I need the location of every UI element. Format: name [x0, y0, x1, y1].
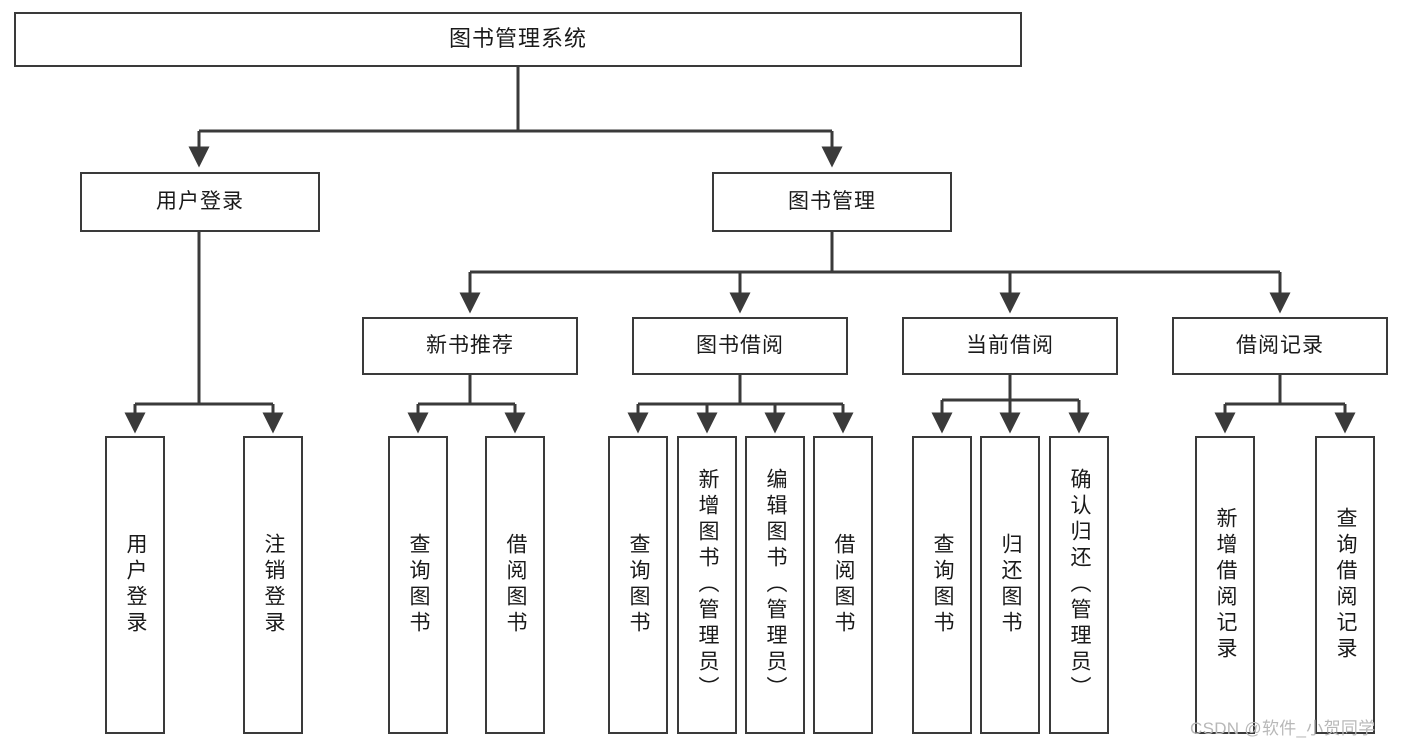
node-label: 查询图书 [931, 533, 955, 637]
node-leaf-confirm-return[interactable]: 确认归还（管理员） [1049, 436, 1109, 734]
node-leaf-add-borrow-record[interactable]: 新增借阅记录 [1195, 436, 1255, 734]
node-label: 编辑图书（管理员） [764, 468, 788, 702]
node-book-borrow[interactable]: 图书借阅 [632, 317, 848, 375]
csdn-watermark: CSDN @软件_小贺同学 [1190, 719, 1376, 738]
node-label: 借阅记录 [1236, 334, 1324, 358]
node-leaf-query-book-current[interactable]: 查询图书 [912, 436, 972, 734]
node-leaf-edit-book[interactable]: 编辑图书（管理员） [745, 436, 805, 734]
node-new-book-recommend[interactable]: 新书推荐 [362, 317, 578, 375]
node-label: 借阅图书 [832, 533, 856, 637]
node-leaf-query-book-recommend[interactable]: 查询图书 [388, 436, 448, 734]
node-label: 图书管理系统 [448, 26, 587, 52]
node-book-management[interactable]: 图书管理 [712, 172, 952, 232]
node-label: 图书管理 [788, 190, 876, 214]
node-label: 新书推荐 [426, 334, 514, 358]
node-label: 新增借阅记录 [1214, 507, 1238, 663]
node-leaf-add-book[interactable]: 新增图书（管理员） [677, 436, 737, 734]
node-leaf-borrow-book[interactable]: 借阅图书 [813, 436, 873, 734]
node-root-book-management-system[interactable]: 图书管理系统 [14, 12, 1022, 67]
node-leaf-user-login[interactable]: 用户登录 [105, 436, 165, 734]
node-label: 新增图书（管理员） [696, 468, 720, 702]
node-leaf-return-book[interactable]: 归还图书 [980, 436, 1040, 734]
node-label: 注销登录 [262, 533, 286, 637]
node-label: 归还图书 [999, 533, 1023, 637]
node-current-borrow[interactable]: 当前借阅 [902, 317, 1118, 375]
node-label: 查询借阅记录 [1334, 507, 1358, 663]
node-leaf-query-book-borrow[interactable]: 查询图书 [608, 436, 668, 734]
node-label: 确认归还（管理员） [1068, 468, 1092, 702]
node-label: 用户登录 [156, 190, 244, 214]
node-label: 图书借阅 [696, 334, 784, 358]
node-label: 查询图书 [627, 533, 651, 637]
node-borrow-record[interactable]: 借阅记录 [1172, 317, 1388, 375]
node-label: 查询图书 [407, 533, 431, 637]
node-leaf-logout[interactable]: 注销登录 [243, 436, 303, 734]
node-label: 当前借阅 [966, 334, 1054, 358]
node-leaf-query-borrow-record[interactable]: 查询借阅记录 [1315, 436, 1375, 734]
node-label: 用户登录 [124, 533, 148, 637]
node-leaf-borrow-book-recommend[interactable]: 借阅图书 [485, 436, 545, 734]
node-user-login[interactable]: 用户登录 [80, 172, 320, 232]
node-label: 借阅图书 [504, 533, 528, 637]
